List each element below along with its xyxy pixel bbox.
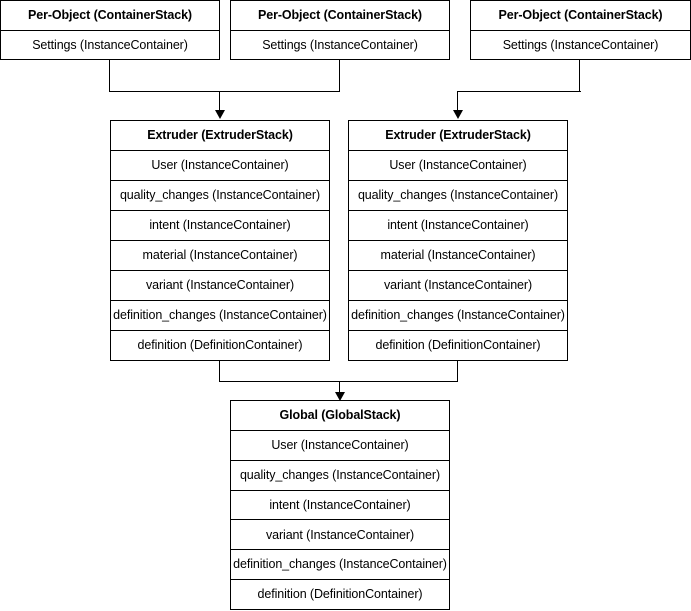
connector-perobject2-down	[339, 60, 340, 92]
node-header: Per-Object (ContainerStack)	[231, 1, 449, 30]
container-row-user: User (InstanceContainer)	[231, 429, 449, 460]
container-row-user: User (InstanceContainer)	[349, 150, 567, 180]
node-per-object-3[interactable]: Per-Object (ContainerStack) Settings (In…	[470, 0, 691, 60]
container-row-quality-changes: quality_changes (InstanceContainer)	[231, 459, 449, 490]
container-row-definition-changes: definition_changes (InstanceContainer)	[349, 300, 567, 330]
container-row-definition: definition (DefinitionContainer)	[349, 330, 567, 360]
connector-extruder1-down	[219, 360, 220, 382]
container-row-settings: Settings (InstanceContainer)	[1, 29, 219, 59]
node-extruder-2[interactable]: Extruder (ExtruderStack) User (InstanceC…	[348, 120, 568, 361]
connector-extruder1-join	[109, 91, 340, 92]
connector-perobject3-down	[579, 60, 580, 92]
node-per-object-1[interactable]: Per-Object (ContainerStack) Settings (In…	[0, 0, 220, 60]
container-row-variant: variant (InstanceContainer)	[111, 270, 329, 300]
connector-extruder1-stem	[219, 91, 220, 113]
node-header: Extruder (ExtruderStack)	[111, 121, 329, 150]
connector-perobject1-down	[109, 60, 110, 92]
container-row-user: User (InstanceContainer)	[111, 150, 329, 180]
node-per-object-2[interactable]: Per-Object (ContainerStack) Settings (In…	[230, 0, 450, 60]
container-row-quality-changes: quality_changes (InstanceContainer)	[111, 180, 329, 210]
connector-global-stem	[339, 381, 340, 398]
container-row-variant: variant (InstanceContainer)	[231, 519, 449, 550]
container-row-material: material (InstanceContainer)	[111, 240, 329, 270]
container-row-settings: Settings (InstanceContainer)	[471, 29, 690, 59]
node-extruder-1[interactable]: Extruder (ExtruderStack) User (InstanceC…	[110, 120, 330, 361]
container-row-material: material (InstanceContainer)	[349, 240, 567, 270]
node-header: Global (GlobalStack)	[231, 401, 449, 430]
node-header: Per-Object (ContainerStack)	[471, 1, 690, 30]
container-row-intent: intent (InstanceContainer)	[111, 210, 329, 240]
container-row-quality-changes: quality_changes (InstanceContainer)	[349, 180, 567, 210]
node-header: Per-Object (ContainerStack)	[1, 1, 219, 30]
connector-extruder2-down	[457, 360, 458, 382]
container-row-intent: intent (InstanceContainer)	[349, 210, 567, 240]
arrowhead-global	[335, 392, 345, 401]
connector-extruder2-join	[457, 91, 581, 92]
container-row-variant: variant (InstanceContainer)	[349, 270, 567, 300]
container-row-definition-changes: definition_changes (InstanceContainer)	[231, 549, 449, 580]
container-row-definition: definition (DefinitionContainer)	[231, 579, 449, 610]
container-row-intent: intent (InstanceContainer)	[231, 489, 449, 520]
node-header: Extruder (ExtruderStack)	[349, 121, 567, 150]
connector-extruder2-stem	[457, 91, 458, 113]
node-global[interactable]: Global (GlobalStack) User (InstanceConta…	[230, 400, 450, 610]
arrowhead-extruder2	[453, 110, 463, 119]
connector-global-join	[219, 381, 458, 382]
arrowhead-extruder1	[215, 110, 225, 119]
container-row-settings: Settings (InstanceContainer)	[231, 29, 449, 59]
container-row-definition-changes: definition_changes (InstanceContainer)	[111, 300, 329, 330]
container-row-definition: definition (DefinitionContainer)	[111, 330, 329, 360]
